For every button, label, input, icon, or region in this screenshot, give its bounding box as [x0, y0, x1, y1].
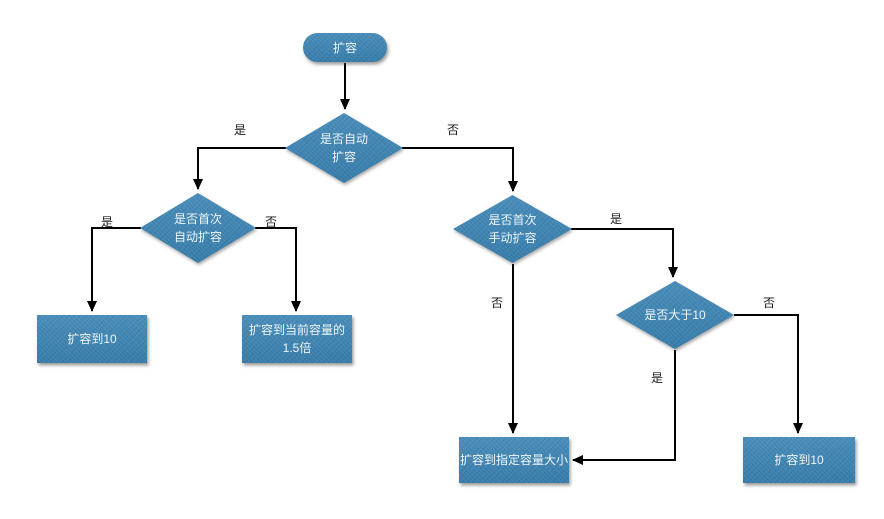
node-decision-first-auto: 是否首次 自动扩容 [140, 193, 256, 263]
node-decision-greater-than-10: 是否大于10 [616, 281, 734, 349]
edge-label-auto-no: 否 [446, 123, 460, 137]
edge-label-auto-yes: 是 [233, 123, 247, 137]
edge-label-first-auto-no: 否 [264, 215, 278, 229]
node-decision-auto-expand: 是否自动 扩容 [285, 113, 403, 183]
decision-first-manual-label: 是否首次 手动扩容 [453, 195, 572, 263]
connector-first-auto-no-to-expand15x [255, 227, 301, 312]
connector-auto-yes-to-first-auto [193, 147, 286, 190]
connector-first-manual-yes-to-greater10 [571, 228, 678, 278]
node-decision-first-manual: 是否首次 手动扩容 [453, 195, 572, 263]
connector-first-auto-yes-to-expand10 [87, 227, 141, 312]
edge-label-greater10-yes: 是 [650, 371, 664, 385]
edge-label-greater10-no: 否 [762, 296, 776, 310]
node-process-expand-to-10-left: 扩容到10 [37, 315, 147, 363]
decision-first-auto-label: 是否首次 自动扩容 [140, 193, 256, 263]
edge-label-first-manual-no: 否 [490, 296, 504, 310]
node-process-expand-1-5x: 扩容到当前容量的 1.5倍 [242, 315, 352, 363]
decision-auto-expand-label: 是否自动 扩容 [285, 113, 403, 183]
node-process-expand-to-10-right: 扩容到10 [743, 437, 855, 483]
node-process-expand-specified: 扩容到指定容量大小 [459, 437, 569, 483]
connector-greater10-yes-to-specified [572, 350, 676, 465]
decision-greater-than-10-label: 是否大于10 [616, 281, 734, 349]
edge-label-first-manual-yes: 是 [609, 212, 623, 226]
node-start: 扩容 [303, 33, 387, 62]
connector-greater10-no-to-expand10 [734, 314, 803, 434]
edge-label-first-auto-yes: 是 [100, 215, 114, 229]
connector-auto-no-to-first-manual [402, 147, 518, 192]
